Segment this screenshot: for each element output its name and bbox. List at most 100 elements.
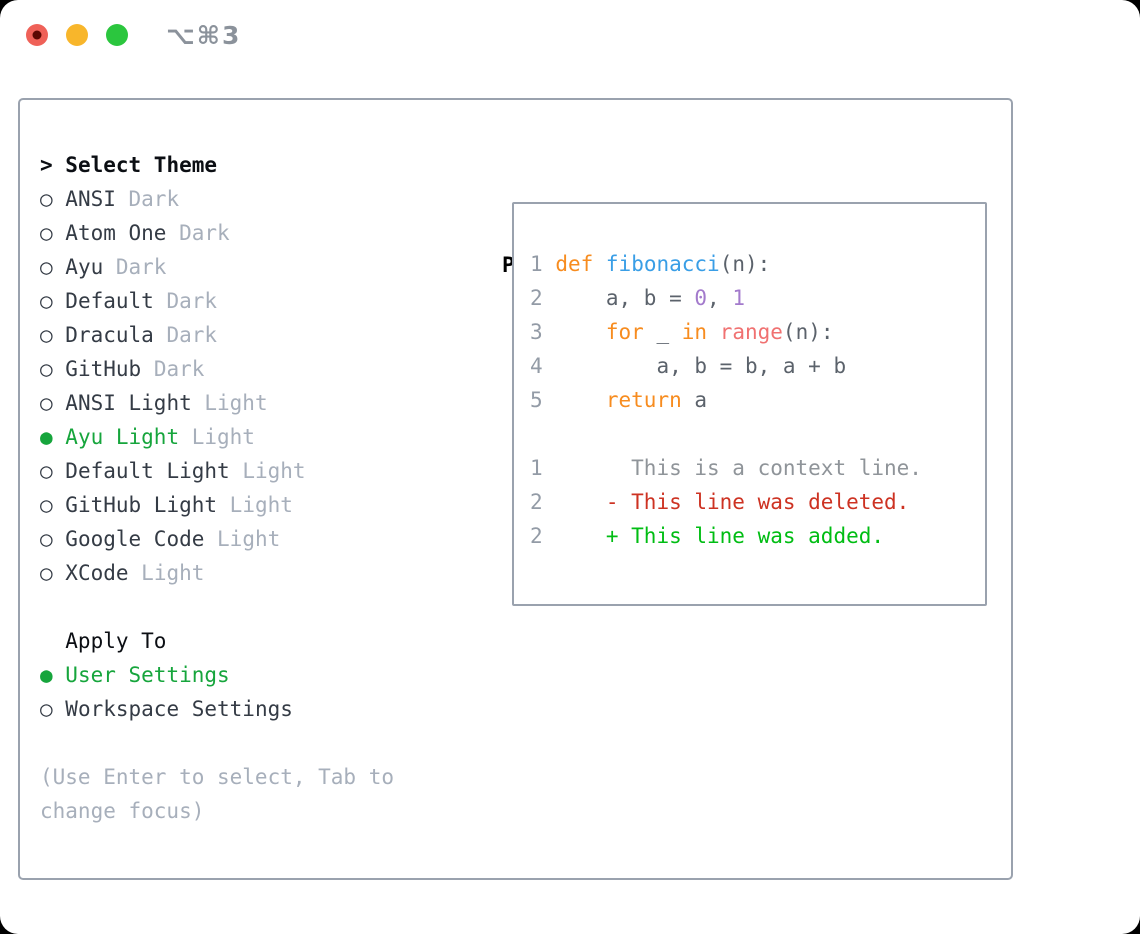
line-number: 2: [530, 286, 543, 310]
theme-tag: Light: [191, 425, 255, 449]
traffic-lights: [26, 24, 128, 46]
code-segment: def: [555, 252, 594, 276]
theme-tag: Dark: [179, 221, 230, 245]
hint-line-2: change focus): [40, 794, 394, 828]
theme-option-github[interactable]: ○ GitHub Dark: [40, 352, 394, 386]
theme-option-ayu[interactable]: ○ Ayu Dark: [40, 250, 394, 284]
code-segment: [543, 252, 556, 276]
preview-line-8: 2 - This line was deleted.: [530, 485, 985, 519]
line-number: 3: [530, 320, 543, 344]
theme-option-xcode[interactable]: ○ XCode Light: [40, 556, 394, 590]
apply-option-workspace-settings[interactable]: ○ Workspace Settings: [40, 692, 394, 726]
minimize-button[interactable]: [66, 24, 88, 46]
code-segment: a: [681, 388, 708, 412]
radio-unselected-icon: ○: [40, 289, 53, 313]
theme-option-ayu-light[interactable]: ● Ayu Light Light: [40, 420, 394, 454]
theme-option-dracula[interactable]: ○ Dracula Dark: [40, 318, 394, 352]
radio-unselected-icon: ○: [40, 697, 53, 721]
select-theme-header: > Select Theme: [40, 148, 394, 182]
code-segment: range: [719, 320, 783, 344]
theme-option-github-light[interactable]: ○ GitHub Light Light: [40, 488, 394, 522]
code-segment: a, b =: [542, 286, 695, 310]
theme-name: Ayu: [52, 255, 116, 279]
theme-name: Dracula: [52, 323, 167, 347]
code-segment: [543, 524, 606, 548]
radio-unselected-icon: ○: [40, 255, 53, 279]
select-theme-label: Select Theme: [65, 153, 218, 177]
code-segment: in: [681, 320, 708, 344]
theme-tag: Dark: [153, 357, 205, 381]
code-segment: + This line was added.: [605, 524, 885, 548]
code-segment: [543, 490, 606, 514]
theme-option-default[interactable]: ○ Default Dark: [40, 284, 394, 318]
apply-option-label: Workspace Settings: [52, 697, 293, 721]
radio-unselected-icon: ○: [40, 459, 53, 483]
theme-option-default-light[interactable]: ○ Default Light Light: [40, 454, 394, 488]
code-segment: (n):: [782, 320, 834, 344]
code-segment: This is a context line.: [542, 456, 922, 480]
radio-unselected-icon: ○: [40, 561, 53, 585]
line-number: 1: [530, 252, 543, 276]
preview-line-7: 1 This is a context line.: [530, 451, 985, 485]
theme-tag: Light: [242, 459, 306, 483]
theme-name: ANSI: [52, 187, 129, 211]
theme-name: GitHub: [52, 357, 154, 381]
radio-unselected-icon: ○: [40, 187, 53, 211]
code-segment: 1: [732, 286, 745, 310]
titlebar: ⌥⌘3: [0, 0, 1140, 70]
theme-name: Default: [52, 289, 167, 313]
close-button[interactable]: [26, 24, 48, 46]
preview-line-3: 3 for _ in range(n):: [530, 315, 985, 349]
radio-unselected-icon: ○: [40, 391, 53, 415]
code-segment: [543, 320, 606, 344]
theme-picker-panel: > Select Theme○ ANSI Dark○ Atom One Dark…: [18, 98, 1013, 880]
code-segment: a, b = b, a + b: [542, 354, 847, 378]
theme-name: Google Code: [52, 527, 218, 551]
code-segment: (n):: [719, 252, 771, 276]
radio-unselected-icon: ○: [40, 527, 53, 551]
code-segment: [707, 320, 720, 344]
theme-tag: Dark: [166, 323, 218, 347]
hint-line-1: (Use Enter to select, Tab to: [40, 760, 394, 794]
line-number: 2: [530, 524, 543, 548]
theme-tag: Light: [204, 391, 268, 415]
theme-tag: Dark: [115, 255, 167, 279]
theme-tag: Light: [217, 527, 281, 551]
theme-tag: Light: [141, 561, 205, 585]
radio-unselected-icon: ○: [40, 357, 53, 381]
theme-name: Default Light: [52, 459, 243, 483]
theme-option-ansi-light[interactable]: ○ ANSI Light Light: [40, 386, 394, 420]
hint-text: change focus): [40, 799, 205, 823]
theme-tag: Dark: [128, 187, 180, 211]
theme-name: XCode: [52, 561, 142, 585]
theme-option-google-code[interactable]: ○ Google Code Light: [40, 522, 394, 556]
theme-tag: Light: [229, 493, 293, 517]
zoom-button[interactable]: [106, 24, 128, 46]
theme-name: GitHub Light: [52, 493, 230, 517]
preview-line-1: 1 def fibonacci(n):: [530, 247, 985, 281]
preview-blank-line: [530, 417, 985, 451]
radio-unselected-icon: ○: [40, 221, 53, 245]
preview-line-9: 2 + This line was added.: [530, 519, 985, 553]
line-number: 1: [530, 456, 543, 480]
apply-option-user-settings[interactable]: ● User Settings: [40, 658, 394, 692]
theme-option-atom-one[interactable]: ○ Atom One Dark: [40, 216, 394, 250]
preview-line-4: 4 a, b = b, a + b: [530, 349, 985, 383]
theme-option-ansi[interactable]: ○ ANSI Dark: [40, 182, 394, 216]
code-segment: [543, 388, 606, 412]
preview-line-5: 5 return a: [530, 383, 985, 417]
apply-to-label: Apply To: [65, 629, 167, 653]
apply-to-header: Apply To: [40, 624, 394, 658]
theme-tag: Dark: [166, 289, 218, 313]
code-segment: return: [605, 388, 682, 412]
theme-name: Ayu Light: [52, 425, 192, 449]
code-segment: ,: [707, 286, 733, 310]
code-segment: for: [605, 320, 644, 344]
preview-line-2: 2 a, b = 0, 1: [530, 281, 985, 315]
code-segment: 0: [694, 286, 708, 310]
line-number: 4: [530, 354, 543, 378]
radio-selected-icon: ●: [40, 663, 53, 687]
line-number: 5: [530, 388, 543, 412]
